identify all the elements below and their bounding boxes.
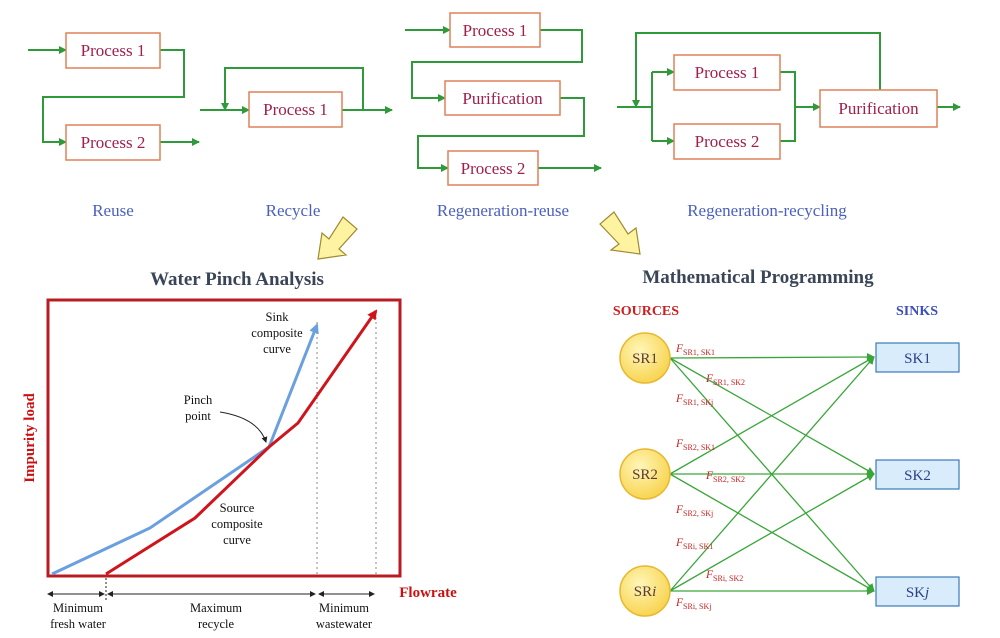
regen-reuse-caption: Regeneration-reuse [437,201,569,220]
sink-curve-label-line2: composite [251,326,303,340]
sink-composite-curve [51,323,319,576]
regen-recycling-caption: Regeneration-recycling [687,201,847,220]
reuse-connector-arrow [42,49,185,146]
source-composite-curve [105,309,378,576]
flow-label-sr2-sk1: FSR2, SK1 [675,438,715,452]
sink-node-sk2: SK2 [875,459,960,490]
flow-arrow-sri-sk2 [669,473,875,592]
pinch-point-pointer [219,411,268,443]
reuse-process1-box: Process 1 [65,32,161,69]
network-flow-arrows [669,353,875,595]
flow-label-sr1-skj: FSR1, SKj [675,393,713,407]
regen-reuse-purification-label: Purification [462,89,543,108]
sources-heading: SOURCES [613,304,679,319]
flow-label-sr2-skj: FSR2, SKj [675,504,713,518]
flow-label-sri-skj: FSRi, SKj [675,597,712,611]
flow-label-sr1-sk2: FSR1, SK2 [705,373,745,387]
regen-reuse-purification-box: Purification [444,80,561,116]
sink-node-skj: SKj [875,576,960,607]
regen-reuse-process1-label: Process 1 [463,21,528,40]
flow-label-sr1-sk1: FSR1, SK1 [675,343,715,357]
pinch-x-axis-label: Flowrate [399,585,457,601]
regen-reuse-panel [405,26,602,172]
regen-recycling-merge-line [780,71,796,142]
pinch-dimension-arrows [47,578,375,600]
regen-recycling-panel [617,32,961,145]
pinch-point-label-line1: Pinch [184,393,213,407]
source-node-sr2: SR2 [619,448,671,500]
recycle-caption: Recycle [266,201,321,220]
regen-recycling-process1-label: Process 1 [695,63,760,82]
source-curve-label-line3: curve [223,533,251,547]
pinch-y-axis-label: Impurity load [22,393,38,483]
right-down-arrow-icon [599,211,641,255]
regen-reuse-connector2-arrow [417,97,585,172]
sinks-heading: SINKS [896,304,938,319]
sink-node-sk2-label: SK2 [904,468,931,484]
source-curve-label-line1: Source [220,501,255,515]
recycle-process1-label: Process 1 [263,100,328,119]
regen-reuse-connector1-arrow [411,29,583,102]
regen-recycling-purification-label: Purification [838,99,919,118]
regen-recycling-purification-box: Purification [819,89,938,128]
source-curve-label-line2: composite [211,517,263,531]
sink-curve-label-line3: curve [263,342,291,356]
pinch-point-label-line2: point [185,409,211,423]
source-node-sri: SRi [619,565,671,617]
reuse-process2-label: Process 2 [81,133,146,152]
min-waste-label-line2: wastewater [316,617,373,631]
regen-reuse-process2-label: Process 2 [461,159,526,178]
flow-label-sri-sk2: FSRi, SK2 [705,569,743,583]
sink-curve-label-line1: Sink [266,310,290,324]
flow-label-sr2-sk2: FSR2, SK2 [705,470,745,484]
recycle-panel [200,67,393,114]
reuse-process2-box: Process 2 [65,124,161,161]
regen-recycling-process1-box: Process 1 [673,54,781,91]
max-recycle-label-line1: Maximum [190,601,242,615]
reuse-caption: Reuse [92,201,134,220]
source-node-sr1-label: SR1 [632,351,658,367]
regen-recycling-loop-arrow [632,32,881,108]
regen-reuse-process1-box: Process 1 [449,12,541,48]
flow-arrow-sri-sk1 [669,356,875,592]
pinch-title: Water Pinch Analysis [150,269,324,290]
flow-label-sri-sk1: FSRi, SK1 [675,537,713,551]
reuse-panel [28,46,200,146]
pinch-plot-frame [46,298,402,578]
recycle-process1-box: Process 1 [248,91,343,128]
math-prog-title: Mathematical Programming [642,267,874,288]
min-waste-label-line1: Minimum [319,601,369,615]
source-node-sri-label: SRi [634,584,657,600]
regen-recycling-process2-box: Process 2 [673,123,781,160]
sink-node-sk1-label: SK1 [904,351,931,367]
source-node-sr1: SR1 [619,332,671,384]
reuse-process1-label: Process 1 [81,41,146,60]
flow-arrow-sr1-sk1 [669,353,875,362]
regen-reuse-process2-box: Process 2 [447,150,539,186]
max-recycle-label-line2: recycle [198,617,235,631]
flow-arrow-sr2-sk1 [669,356,875,475]
min-fresh-label-line2: fresh water [50,617,107,631]
left-down-arrow-icon [317,216,358,260]
sink-node-sk1: SK1 [875,342,960,373]
sink-node-skj-label: SKj [906,585,929,601]
source-node-sr2-label: SR2 [632,467,658,483]
min-fresh-label-line1: Minimum [53,601,103,615]
regen-recycling-process2-label: Process 2 [695,132,760,151]
